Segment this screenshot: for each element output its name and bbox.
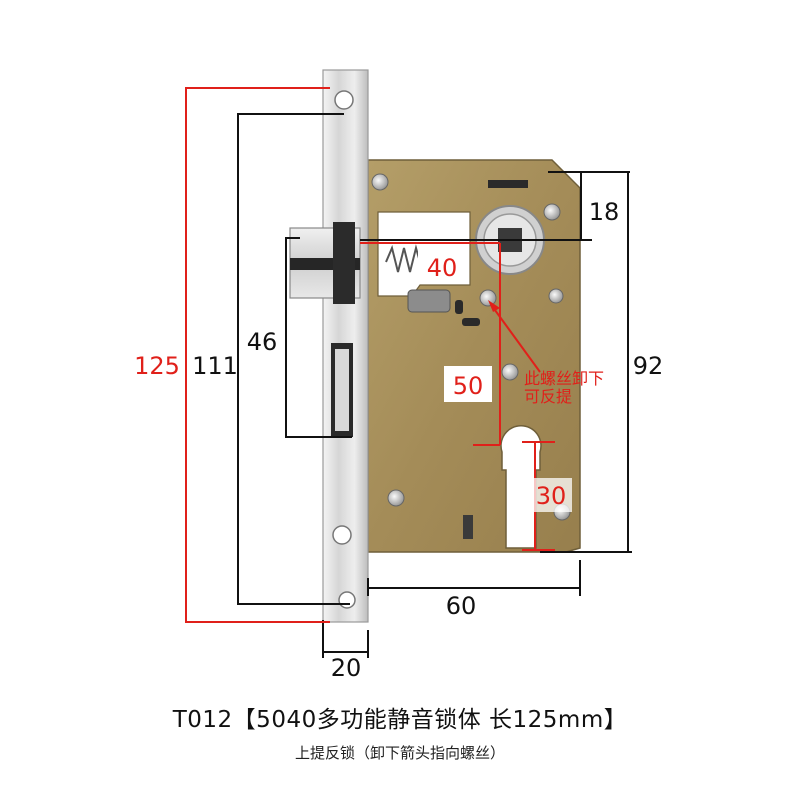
dimension-lines-black <box>237 113 632 658</box>
screw-icon <box>543 203 561 221</box>
product-title: T012【5040多功能静音锁体 长125mm】 <box>172 707 628 733</box>
screw-icon <box>479 289 497 307</box>
spring <box>385 244 421 273</box>
note-line-1: 此螺丝卸下 <box>524 369 604 388</box>
faceplate-screw-hole-mid <box>332 525 352 545</box>
faceplate-screw-hole-top <box>334 90 354 110</box>
dim-92-label: 92 <box>633 352 664 380</box>
dim-40-label: 40 <box>427 254 458 282</box>
dim-111-label: 111 <box>192 352 238 380</box>
cylinder-label-bg <box>530 478 572 512</box>
latch-bolt <box>289 222 361 304</box>
faceplate-screw-hole-bottom <box>338 591 356 609</box>
dim-20-label: 20 <box>331 654 362 682</box>
faceplate <box>322 69 369 623</box>
screw-icon <box>501 363 519 381</box>
dim-50-label: 50 <box>453 372 484 400</box>
dim-30-label: 30 <box>536 482 567 510</box>
note-line-2: 可反提 <box>524 387 572 406</box>
backset-latch-label-bg <box>418 250 466 282</box>
dim-125-label: 125 <box>134 352 180 380</box>
dim-46-label: 46 <box>247 328 278 356</box>
screw-icon <box>548 288 564 304</box>
screw-icon <box>387 489 405 507</box>
screw-icon <box>371 173 389 191</box>
product-subtitle: 上提反锁（卸下箭头指向螺丝） <box>294 744 505 762</box>
center-label-bg <box>444 366 492 402</box>
dim-60-label: 60 <box>446 592 477 620</box>
dim-18-label: 18 <box>589 198 620 226</box>
dimension-lines-red <box>185 87 555 623</box>
